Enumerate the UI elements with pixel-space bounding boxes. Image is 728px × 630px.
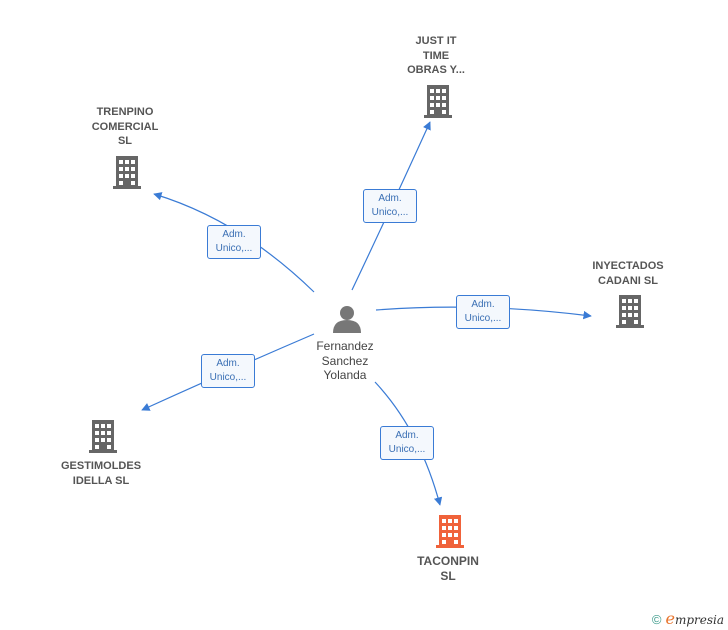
footer-brand: ©empresia	[652, 609, 724, 628]
gestimoldes-building-icon[interactable]	[89, 420, 117, 453]
node-label-inyectados[interactable]: INYECTADOS CADANI SL	[592, 260, 664, 287]
edge-label-justit[interactable]: Adm. Unico,...	[363, 189, 417, 223]
trenpino-building-icon[interactable]	[113, 156, 141, 189]
node-label-person[interactable]: Fernandez Sanchez Yolanda	[316, 339, 374, 382]
edge-label-gestimoldes[interactable]: Adm. Unico,...	[201, 354, 255, 388]
node-label-justit[interactable]: JUST IT TIME OBRAS Y...	[407, 35, 465, 76]
brand-initial: e	[665, 609, 675, 628]
person-icon[interactable]	[333, 306, 361, 333]
copyright-symbol: ©	[651, 612, 662, 627]
edge-label-inyectados[interactable]: Adm. Unico,...	[456, 295, 510, 329]
node-label-trenpino[interactable]: TRENPINO COMERCIAL SL	[91, 106, 159, 147]
edge-label-trenpino[interactable]: Adm. Unico,...	[207, 225, 261, 259]
node-label-gestimoldes[interactable]: GESTIMOLDES IDELLA SL	[60, 460, 142, 487]
brand-name: mpresia	[674, 613, 724, 627]
node-label-taconpin[interactable]: TACONPIN SL	[417, 554, 479, 583]
justit-building-icon[interactable]	[424, 85, 452, 118]
inyectados-building-icon[interactable]	[616, 295, 644, 328]
edge-label-taconpin[interactable]: Adm. Unico,...	[380, 426, 434, 460]
taconpin-building-icon[interactable]	[436, 515, 464, 548]
